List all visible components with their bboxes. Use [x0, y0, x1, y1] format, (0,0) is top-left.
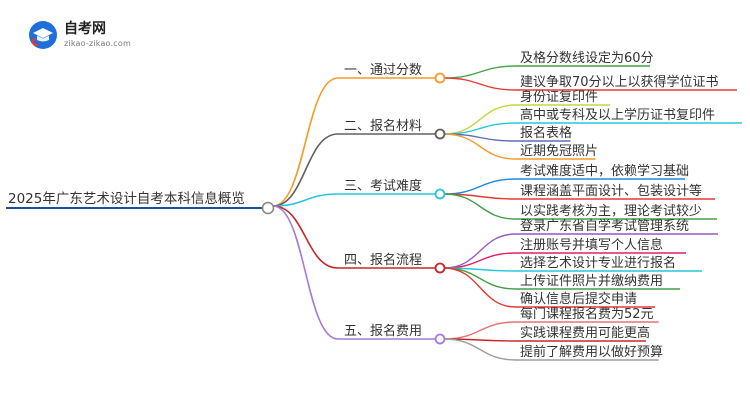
root-node[interactable]: [261, 201, 275, 215]
leaf-link: [443, 104, 517, 135]
leaf-label: 确认信息后提交申请: [520, 291, 637, 307]
leaf-link: [443, 252, 517, 269]
branch-link: [272, 205, 339, 269]
branch-node[interactable]: [434, 333, 446, 345]
leaf-label: 以实践考核为主，理论考试较少: [520, 204, 702, 219]
branch-link: [272, 77, 339, 207]
logo-url: zikao-zikao.com: [64, 39, 131, 48]
leaf-label: 考试难度适中，依赖学习基础: [520, 163, 689, 179]
leaf-link: [443, 178, 517, 195]
leaf-label: 高中或专科及以上学历证书复印件: [520, 107, 715, 123]
leaf-label: 上传证件照片并缴纳费用: [520, 274, 663, 289]
branch-label: 二、报名材料: [344, 118, 422, 134]
branch-label: 五、报名费用: [344, 323, 422, 339]
leaf-label: 身份证复印件: [520, 89, 598, 105]
branch-node[interactable]: [434, 128, 446, 140]
branch-link: [272, 133, 339, 207]
root-label: 2025年广东艺术设计自考本科信息概览: [8, 190, 245, 207]
logo-title: 自考网: [64, 21, 106, 37]
branch-label: 一、通过分数: [344, 63, 422, 78]
leaf-link: [443, 233, 517, 269]
leaf-link: [443, 267, 517, 308]
branch-link: [272, 193, 339, 207]
leaf-label: 提前了解费用以做好预算: [520, 344, 663, 360]
leaf-link: [443, 65, 517, 79]
graduation-cap-icon: [29, 21, 57, 49]
branch-link: [272, 205, 339, 340]
leaf-label: 每门课程报名费为52元: [520, 306, 654, 322]
leaf-label: 课程涵盖平面设计、包装设计等: [520, 183, 702, 199]
leaf-link: [443, 193, 517, 220]
leaf-label: 注册账号并填写个人信息: [520, 237, 663, 253]
leaf-link: [443, 77, 517, 91]
leaf-label: 报名表格: [520, 125, 572, 141]
leaf-link: [443, 338, 517, 361]
branch-label: 三、考试难度: [344, 178, 422, 194]
leaf-link: [443, 133, 517, 160]
leaf-label: 实践课程费用可能更高: [520, 325, 650, 341]
leaf-label: 及格分数线设定为60分: [520, 50, 654, 66]
branch-node[interactable]: [434, 262, 446, 274]
branch-node[interactable]: [434, 72, 446, 84]
leaf-link: [443, 321, 517, 340]
branch-node[interactable]: [434, 188, 446, 200]
leaf-label: 近期免冠照片: [520, 144, 598, 159]
site-logo[interactable]: 自考网 zikao-zikao.com: [28, 18, 148, 54]
branch-label: 四、报名流程: [344, 252, 422, 268]
leaf-label: 选择艺术设计专业进行报名: [520, 255, 676, 271]
leaf-label: 登录广东省自学考试管理系统: [520, 218, 689, 234]
leaf-label: 建议争取70分以上以获得学位证书: [520, 74, 719, 90]
